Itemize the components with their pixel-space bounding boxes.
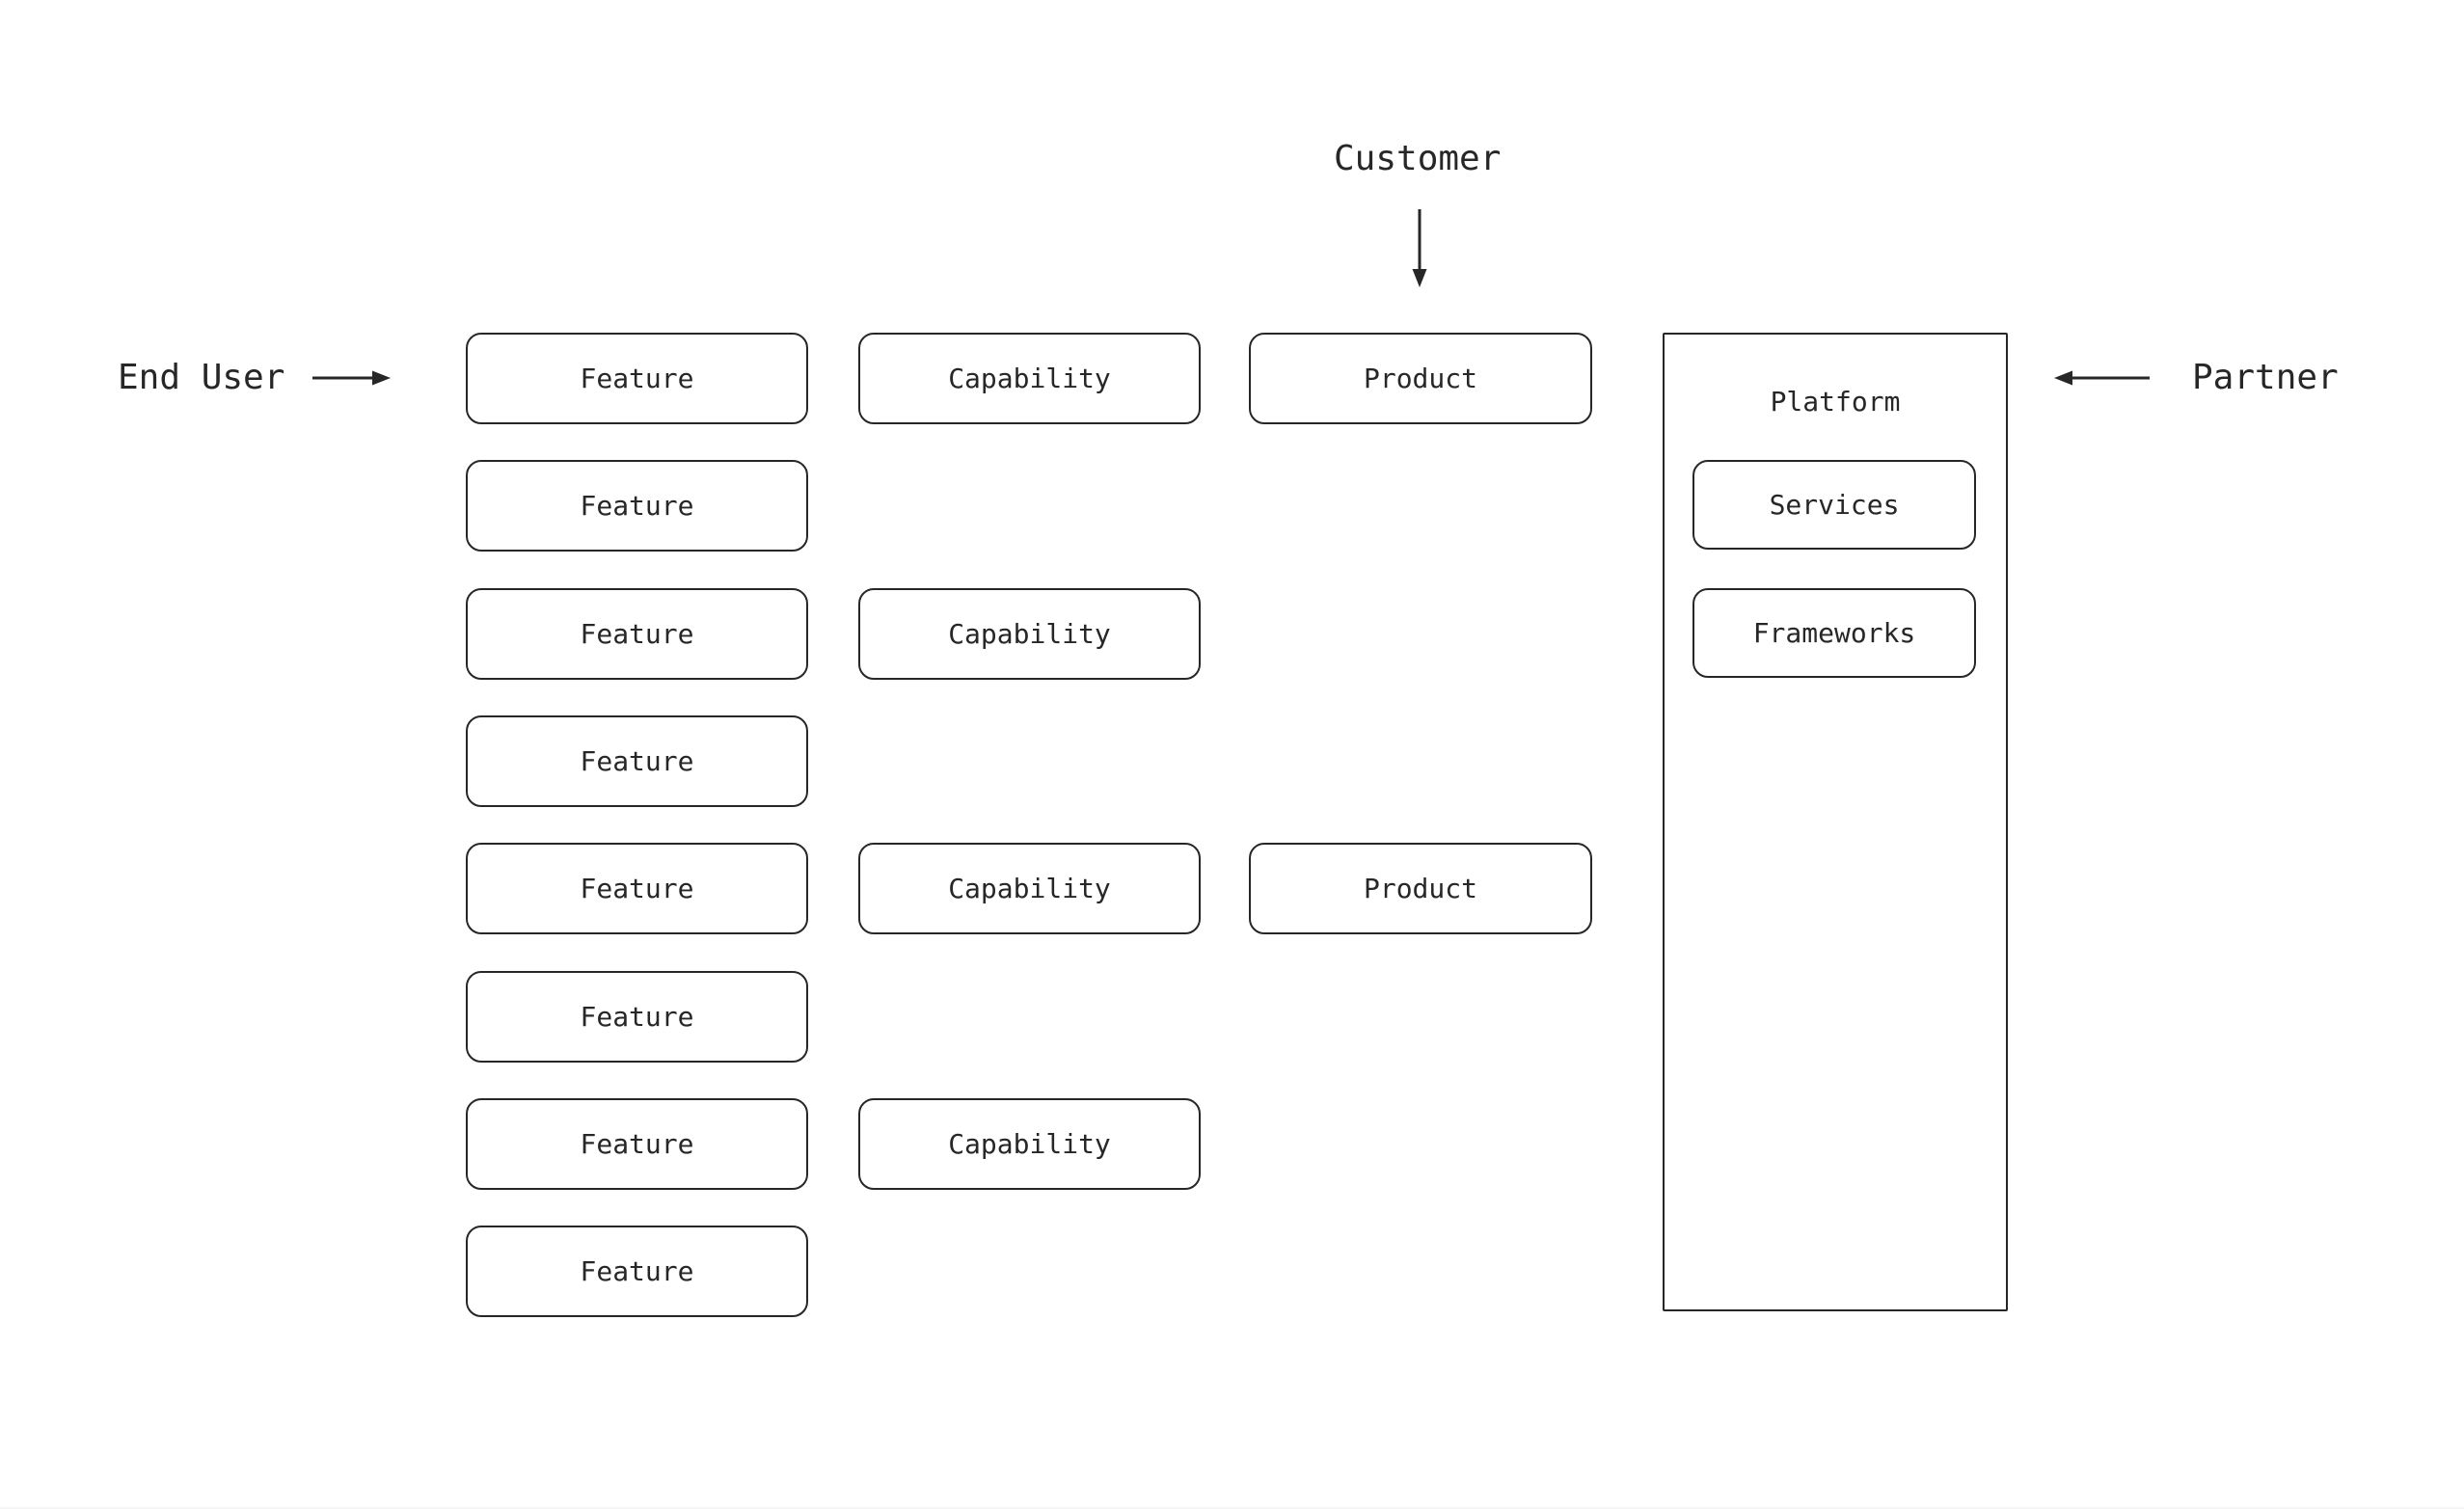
end-user-arrow-icon <box>312 370 391 386</box>
bottom-edge-line <box>0 1507 2464 1509</box>
capability-node-4: Capability <box>858 1098 1201 1190</box>
services-node: Services <box>1692 460 1976 550</box>
partner-label: Partner <box>2192 358 2339 397</box>
feature-node-6: Feature <box>466 971 808 1063</box>
product-node-2: Product <box>1249 843 1592 934</box>
capability-node-1: Capability <box>858 333 1201 424</box>
partner-arrow-icon <box>2054 370 2150 386</box>
customer-arrow-icon <box>1412 209 1427 287</box>
platform-title: Platform <box>1770 386 1901 418</box>
feature-node-8: Feature <box>466 1226 808 1317</box>
capability-node-3: Capability <box>858 843 1201 934</box>
feature-node-2: Feature <box>466 460 808 552</box>
feature-node-5: Feature <box>466 843 808 934</box>
feature-node-1: Feature <box>466 333 808 424</box>
feature-node-4: Feature <box>466 715 808 807</box>
feature-node-7: Feature <box>466 1098 808 1190</box>
capability-node-2: Capability <box>858 588 1201 680</box>
end-user-label: End User <box>118 358 285 397</box>
frameworks-node: Frameworks <box>1692 588 1976 678</box>
feature-node-3: Feature <box>466 588 808 680</box>
product-node-1: Product <box>1249 333 1592 424</box>
customer-label: Customer <box>1334 139 1502 178</box>
